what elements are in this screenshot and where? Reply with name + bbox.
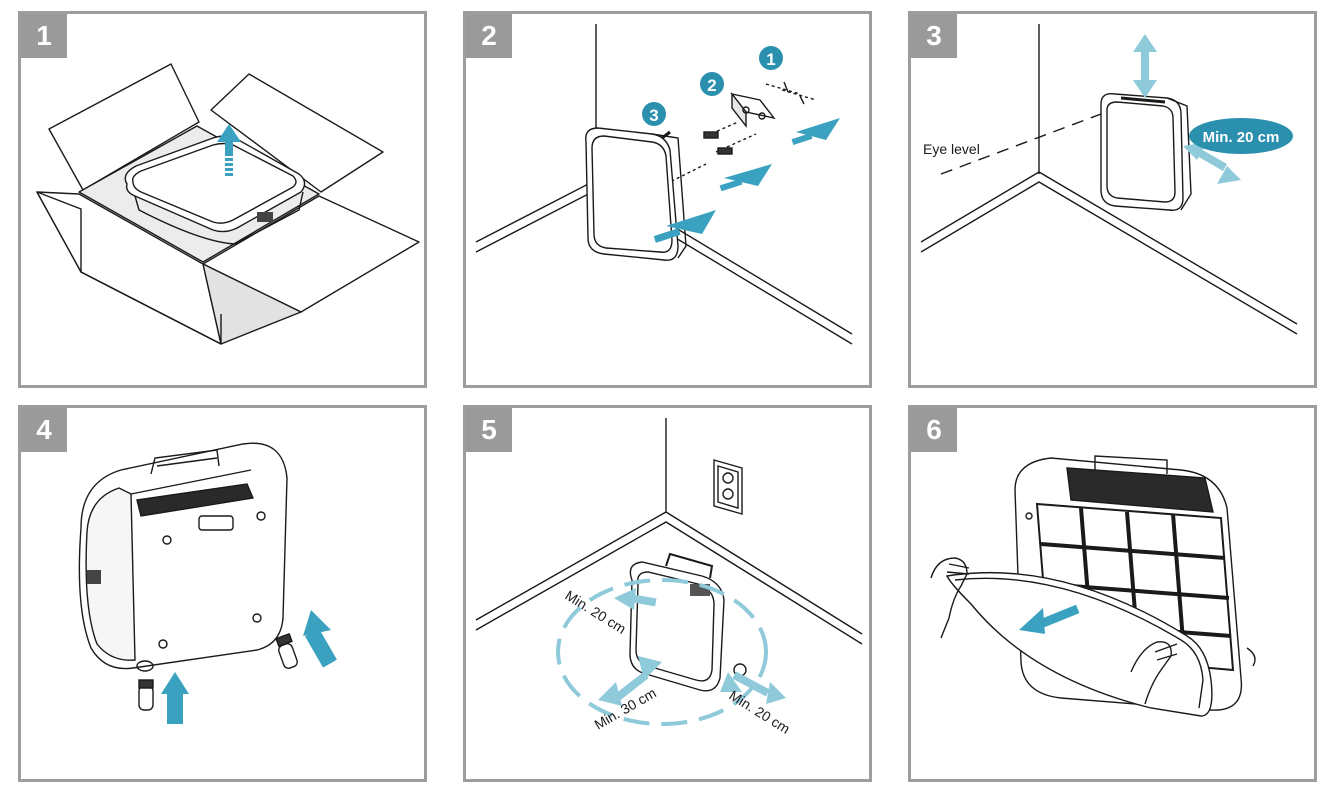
step-number-badge: 1: [21, 14, 67, 58]
callout-1: 1: [766, 50, 775, 69]
callout-2: 2: [707, 76, 716, 95]
floor-placement-illustration: Min. 20 cm Min. 30 cm Min. 20 cm: [475, 418, 863, 737]
front-cover-removal-illustration: [930, 455, 1256, 717]
unboxing-illustration: [36, 63, 420, 345]
feet-install-illustration: [78, 442, 337, 724]
wall-height-illustration: Eye level Min. 20 cm: [920, 24, 1298, 335]
wall-mount-illustration: 1 2 3: [475, 24, 853, 345]
step-3-panel: 3 Eye level Min. 20 cm: [908, 11, 1317, 388]
clearance-right-label: Min. 20 cm: [726, 687, 793, 737]
step-2-panel: 2 1: [463, 11, 872, 388]
callout-3: 3: [649, 106, 658, 125]
step-4-panel: 4: [18, 405, 427, 782]
step-number-badge: 4: [21, 408, 67, 452]
step-1-panel: 1: [18, 11, 427, 388]
step-5-panel: 5 Min. 20 cm Min. 30 cm: [463, 405, 872, 782]
step-number-badge: 6: [911, 408, 957, 452]
step-number-badge: 2: [466, 14, 512, 58]
clearance-label: Min. 20 cm: [1203, 129, 1280, 146]
step-number-badge: 3: [911, 14, 957, 58]
eye-level-label: Eye level: [923, 141, 980, 157]
step-6-panel: 6: [908, 405, 1317, 782]
step-number-badge: 5: [466, 408, 512, 452]
